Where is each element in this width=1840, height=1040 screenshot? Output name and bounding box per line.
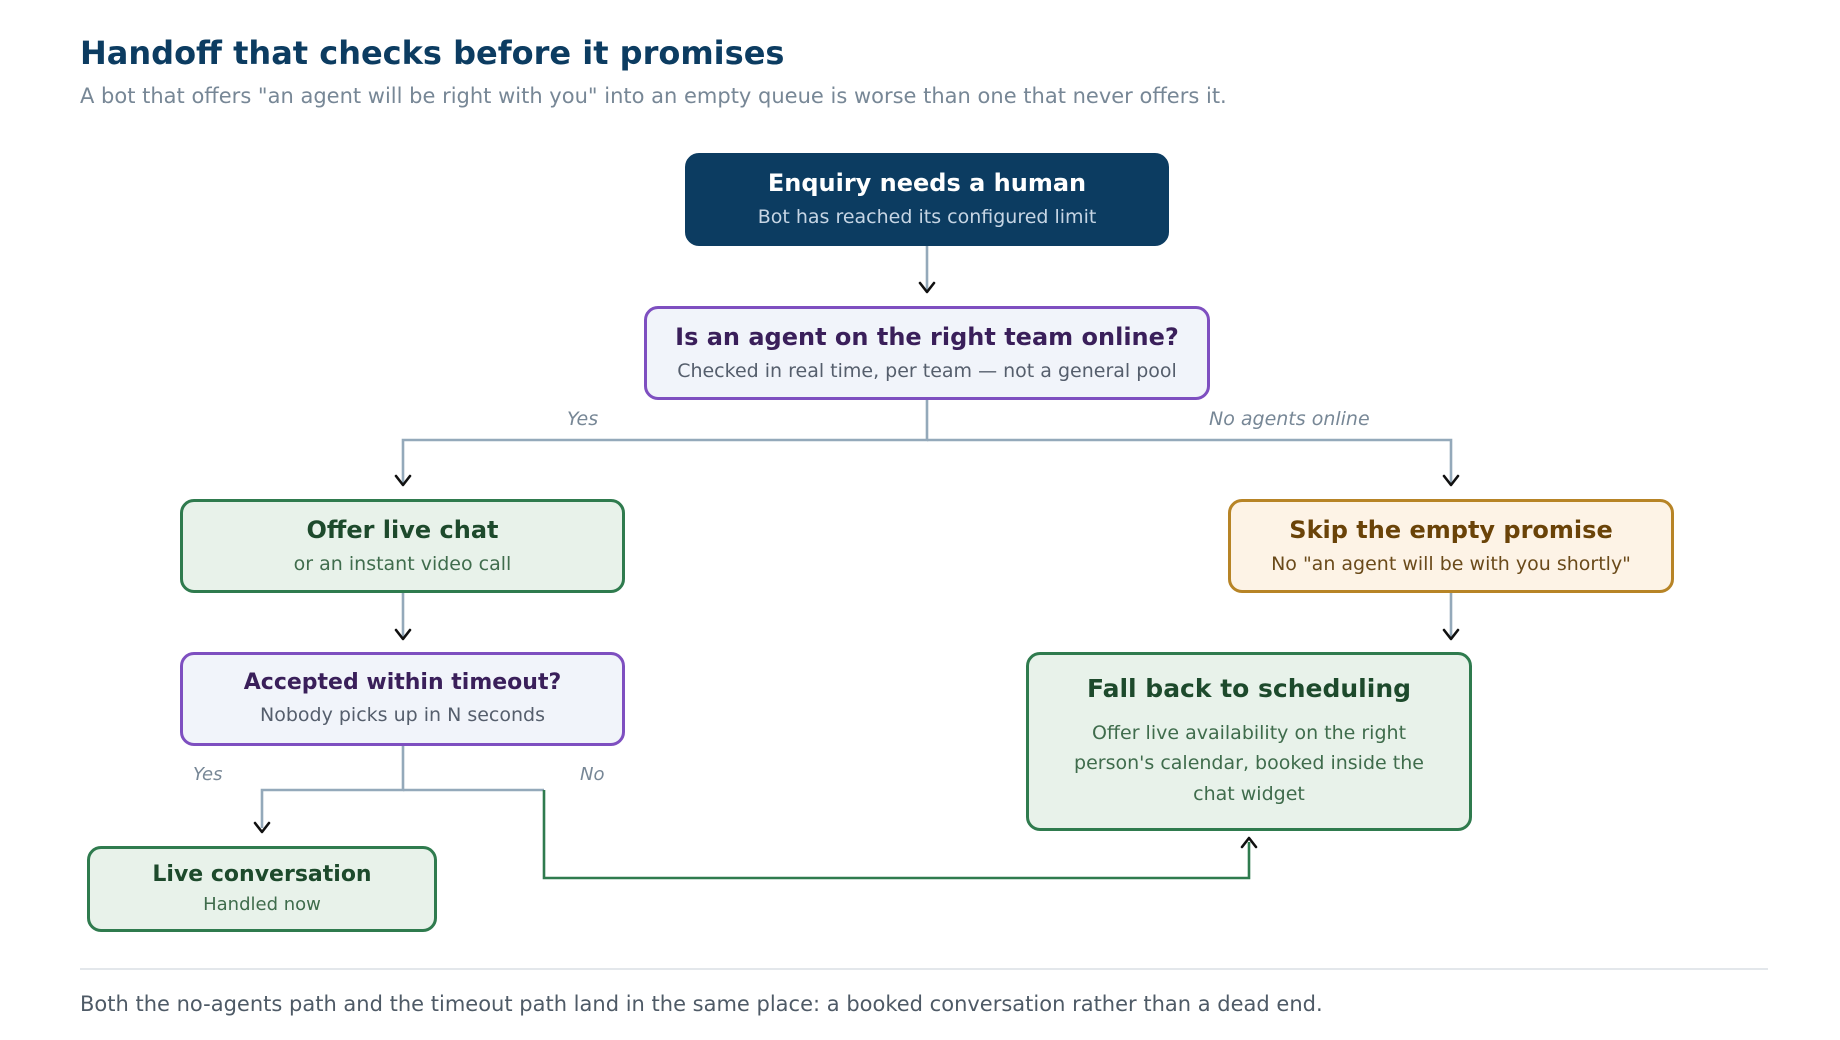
node-subtitle: Checked in real time, per team — not a g… [677, 359, 1177, 382]
footer-divider [80, 968, 1768, 970]
node-title: Skip the empty promise [1289, 515, 1613, 544]
node-subtitle: or an instant video call [293, 552, 512, 575]
node-title: Offer live chat [306, 515, 499, 544]
node-live-conversation: Live conversation Handled now [87, 846, 437, 932]
node-title: Enquiry needs a human [767, 169, 1087, 198]
node-fall-back-to-scheduling: Fall back to scheduling Offer live avail… [1026, 652, 1472, 831]
node-skip-empty-promise: Skip the empty promise No "an agent will… [1228, 499, 1674, 593]
timeout-fallback-path [542, 790, 1251, 880]
node-enquiry-needs-human: Enquiry needs a human Bot has reached it… [685, 153, 1169, 246]
edge-label-accepted-no: No [580, 764, 605, 785]
node-subtitle: No "an agent will be with you shortly" [1271, 552, 1631, 575]
edge-label-online-yes: Yes [567, 408, 599, 430]
edge-label-accepted-yes: Yes [193, 764, 223, 785]
page-subtitle: A bot that offers "an agent will be righ… [80, 84, 1227, 108]
node-title: Is an agent on the right team online? [675, 322, 1179, 351]
node-title: Accepted within timeout? [243, 669, 562, 695]
edge-label-no-agents-online: No agents online [1209, 408, 1370, 430]
node-accepted-within-timeout: Accepted within timeout? Nobody picks up… [180, 652, 625, 746]
node-subtitle: Bot has reached its configured limit [757, 206, 1097, 229]
node-title: Fall back to scheduling [1086, 674, 1412, 704]
footer-note: Both the no-agents path and the timeout … [80, 992, 1323, 1016]
arrowheads [253, 281, 1460, 849]
node-subtitle: Offer live availability on the right per… [1074, 722, 1424, 805]
node-subtitle: Nobody picks up in N seconds [259, 704, 545, 727]
node-subtitle: Handled now [203, 893, 321, 915]
node-offer-live-chat: Offer live chat or an instant video call [180, 499, 625, 593]
page-title: Handoff that checks before it promises [80, 34, 785, 72]
node-agent-online-decision: Is an agent on the right team online? Ch… [644, 306, 1210, 400]
node-title: Live conversation [152, 861, 372, 887]
connector-lines [260, 246, 1453, 828]
